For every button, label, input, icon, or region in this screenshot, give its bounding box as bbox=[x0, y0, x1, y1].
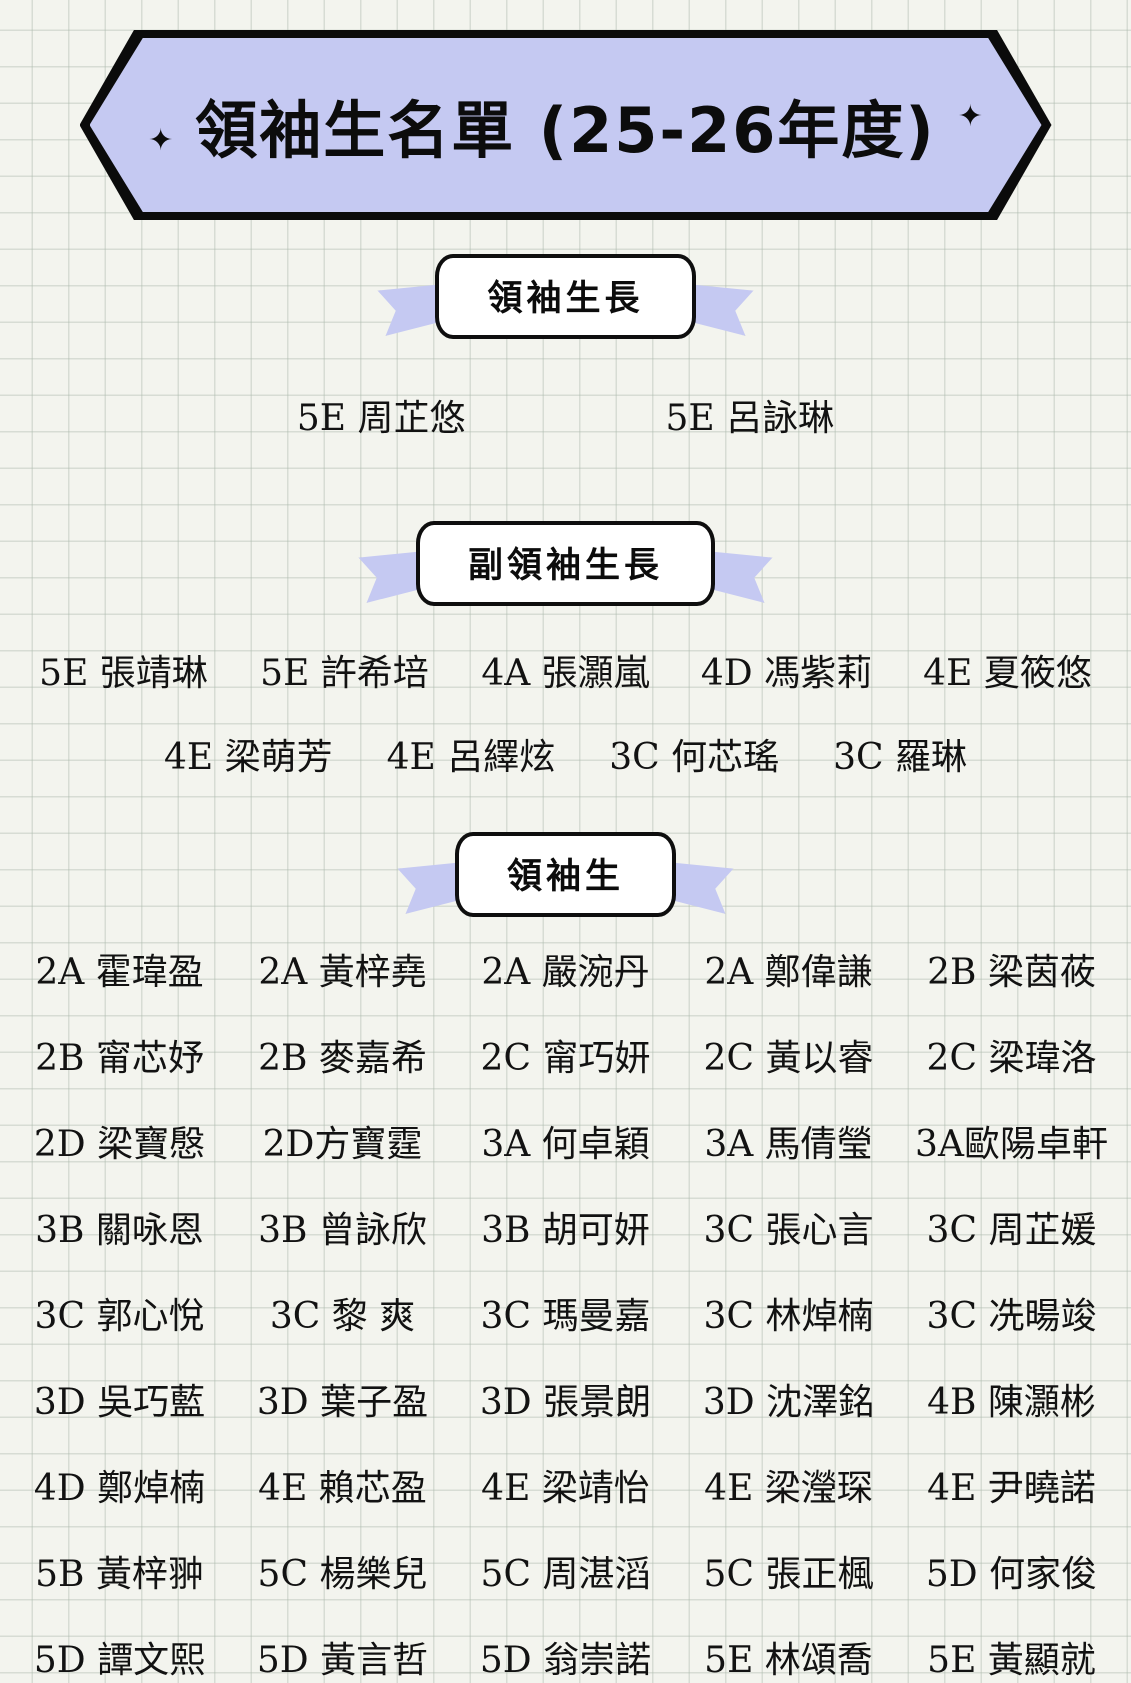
section-label-head-prefects: 領袖生長 bbox=[435, 254, 696, 339]
member-name: 2A 黃梓堯 bbox=[258, 952, 427, 993]
sparkle-right-icon: ✦ bbox=[957, 99, 983, 134]
member-name: 5D 何家俊 bbox=[925, 1554, 1098, 1595]
member-name: 5C 楊樂兒 bbox=[257, 1554, 428, 1595]
poster-page: ✦ 領袖生名單 (25-26年度) ✦ 領袖生長 5E 周芷悠 5E 呂詠琳 副領… bbox=[0, 30, 1131, 1683]
member-name: 3D 張景朗 bbox=[479, 1382, 652, 1423]
member-name: 2C 甯巧妍 bbox=[480, 1038, 651, 1079]
member-name: 3C 冼暘竣 bbox=[926, 1296, 1097, 1337]
member-name: 5B 黃梓翀 bbox=[35, 1554, 204, 1595]
member-name: 2A 霍瑋盈 bbox=[35, 952, 204, 993]
ribbon-prefects: 領袖生 bbox=[455, 832, 676, 917]
member-name: 3C 張心言 bbox=[703, 1210, 874, 1251]
section-label-deputy-head-prefects: 副領袖生長 bbox=[415, 521, 715, 606]
member-name: 2A 鄭偉謙 bbox=[704, 952, 873, 993]
member-name: 4E 賴芯盈 bbox=[258, 1468, 427, 1509]
member-name: 5E 黃顯就 bbox=[927, 1640, 1096, 1681]
page-title: 領袖生名單 (25-26年度) bbox=[195, 94, 936, 167]
member-name: 2D 梁寶慇 bbox=[33, 1124, 206, 1165]
member-name: 3C 周芷媛 bbox=[926, 1210, 1097, 1251]
member-name: 5C 張正楓 bbox=[703, 1554, 874, 1595]
member-name: 2B 梁茵莜 bbox=[927, 952, 1096, 993]
member-name: 4E 梁靖怡 bbox=[481, 1468, 650, 1509]
member-name: 4E 夏筱悠 bbox=[923, 653, 1092, 694]
ribbon-deputy-head-prefects: 副領袖生長 bbox=[416, 521, 715, 606]
prefect-names-grid: 2A 霍瑋盈 2A 黃梓堯 2A 嚴涴丹 2A 鄭偉謙 2B 梁茵莜 2B 甯芯妤 2B 麥… bbox=[8, 943, 1123, 1683]
ribbon-head-prefects: 領袖生長 bbox=[435, 254, 695, 339]
member-name: 3D 吳巧藍 bbox=[33, 1382, 206, 1423]
member-name: 3B 胡可妍 bbox=[481, 1210, 650, 1251]
member-name: 3C 瑪曼嘉 bbox=[480, 1296, 651, 1337]
member-name: 2C 梁瑋洛 bbox=[926, 1038, 1097, 1079]
member-name: 3D 沈澤銘 bbox=[702, 1382, 875, 1423]
member-name: 3C 黎 爽 bbox=[269, 1296, 416, 1337]
member-name: 5E 林頌喬 bbox=[704, 1640, 873, 1681]
section-deputy-head-prefects: 副領袖生長 5E 張靖琳 5E 許希培 4A 張灝嵐 4D 馮紫莉 4E 夏筱悠 4E … bbox=[0, 521, 1131, 780]
member-name: 4D 馮紫莉 bbox=[700, 653, 873, 694]
member-name: 3A 馬倩瑩 bbox=[704, 1124, 873, 1165]
member-name: 4E 尹曉諾 bbox=[927, 1468, 1096, 1509]
member-name: 5E 呂詠琳 bbox=[665, 398, 835, 439]
member-name: 4B 陳灝彬 bbox=[927, 1382, 1096, 1423]
deputy-head-prefect-names-row1: 5E 張靖琳 5E 許希培 4A 張灝嵐 4D 馮紫莉 4E 夏筱悠 bbox=[13, 644, 1118, 696]
member-name: 5E 張靖琳 bbox=[39, 653, 208, 694]
member-name: 3B 曾詠欣 bbox=[258, 1210, 427, 1251]
member-name: 4E 梁瀅琛 bbox=[704, 1468, 873, 1509]
member-name: 3A 何卓穎 bbox=[481, 1124, 650, 1165]
member-name: 5C 周湛滔 bbox=[480, 1554, 651, 1595]
section-head-prefects: 領袖生長 5E 周芷悠 5E 呂詠琳 bbox=[0, 254, 1131, 441]
sparkle-left-icon: ✦ bbox=[148, 123, 174, 158]
member-name: 4D 鄭焯楠 bbox=[33, 1468, 206, 1509]
member-name: 3C 何芯瑤 bbox=[609, 737, 780, 778]
section-label-prefects: 領袖生 bbox=[454, 832, 676, 917]
member-name: 5E 許希培 bbox=[260, 653, 429, 694]
member-name: 5D 譚文熙 bbox=[33, 1640, 206, 1681]
deputy-head-prefect-names-row2: 4E 梁萌芳 4E 呂繹炫 3C 何芯瑤 3C 羅琳 bbox=[0, 728, 1131, 780]
title-banner: ✦ 領袖生名單 (25-26年度) ✦ bbox=[79, 30, 1052, 220]
member-name: 5D 黃言哲 bbox=[256, 1640, 429, 1681]
head-prefect-names: 5E 周芷悠 5E 呂詠琳 bbox=[0, 389, 1131, 441]
member-name: 3A歐陽卓軒 bbox=[915, 1124, 1108, 1165]
member-name: 3C 郭心悅 bbox=[34, 1296, 205, 1337]
member-name: 5E 周芷悠 bbox=[296, 398, 466, 439]
member-name: 3C 羅琳 bbox=[833, 737, 968, 778]
member-name: 2B 甯芯妤 bbox=[35, 1038, 204, 1079]
member-name: 3C 林焯楠 bbox=[703, 1296, 874, 1337]
member-name: 3D 葉子盈 bbox=[256, 1382, 429, 1423]
member-name: 5D 翁崇諾 bbox=[479, 1640, 652, 1681]
member-name: 2B 麥嘉希 bbox=[258, 1038, 427, 1079]
member-name: 4A 張灝嵐 bbox=[481, 653, 650, 694]
member-name: 2C 黃以睿 bbox=[703, 1038, 874, 1079]
member-name: 4E 呂繹炫 bbox=[386, 737, 556, 778]
title-banner-fill: ✦ 領袖生名單 (25-26年度) ✦ bbox=[89, 38, 1042, 212]
member-name: 4E 梁萌芳 bbox=[163, 737, 333, 778]
member-name: 2A 嚴涴丹 bbox=[481, 952, 650, 993]
member-name: 3B 關咏恩 bbox=[35, 1210, 204, 1251]
member-name: 2D方寶霆 bbox=[262, 1124, 423, 1165]
section-prefects: 領袖生 2A 霍瑋盈 2A 黃梓堯 2A 嚴涴丹 2A 鄭偉謙 2B 梁茵莜 2B 甯芯妤… bbox=[0, 832, 1131, 1683]
